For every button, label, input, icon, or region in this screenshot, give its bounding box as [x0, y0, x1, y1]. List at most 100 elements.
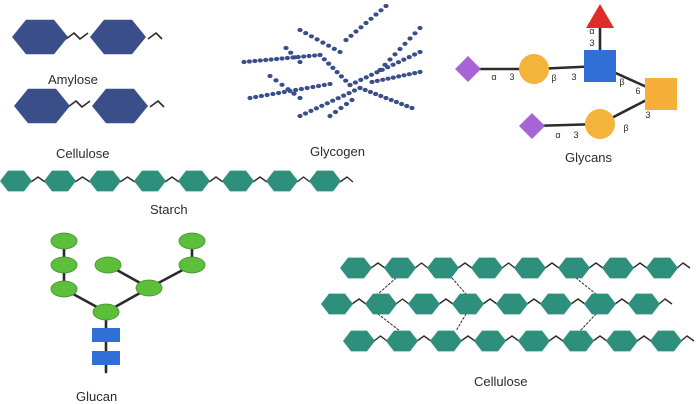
glycogen-dot	[285, 87, 291, 92]
glycosidic-bond	[482, 298, 498, 305]
glycogen-dot	[362, 87, 368, 93]
glucose-hexagon	[384, 257, 416, 279]
glycogen-dot	[406, 55, 412, 60]
glycogen-dot	[274, 56, 280, 62]
glycogen-dot	[393, 99, 399, 105]
glycogen-dot	[417, 49, 423, 55]
glycosidic-bond	[164, 176, 180, 183]
fucose-triangle	[586, 4, 614, 28]
glucose-hexagon	[474, 330, 506, 352]
glycogen-dot	[402, 41, 408, 46]
glucose-hexagon	[309, 170, 341, 192]
glycosidic-bond	[504, 335, 520, 342]
glycosidic-bond	[632, 262, 648, 269]
linkage-label: 3	[509, 72, 514, 82]
glucose-hexagon	[606, 330, 638, 352]
glycosidic-bond	[351, 298, 367, 305]
glucose-hexagon	[628, 293, 660, 315]
glycosidic-bond	[395, 298, 410, 305]
linkage-label: β	[619, 77, 624, 87]
glycogen-dot	[387, 57, 393, 62]
glycogen-dot	[358, 77, 364, 82]
glycogen-dot	[246, 59, 252, 64]
glycogen-dot	[346, 91, 352, 96]
glycogen-dot	[383, 3, 389, 9]
glycogen-dot	[412, 31, 418, 36]
amylose-label: Amylose	[48, 72, 98, 87]
glycogen-dot	[338, 105, 344, 111]
hydrogen-bond	[575, 277, 597, 295]
cellulose-large-structure	[321, 257, 695, 352]
linkage-label: α	[589, 26, 594, 36]
glucose-hexagon	[343, 330, 375, 352]
glycogen-dot	[258, 93, 264, 99]
galactose-circle	[519, 54, 549, 84]
glycogen-dot	[302, 111, 309, 116]
glucose-hexagon	[89, 170, 121, 192]
glycogen-dot	[303, 30, 309, 36]
glycosidic-bond	[149, 100, 165, 108]
glycans-label: Glycans	[565, 150, 612, 165]
linkage-label: 3	[589, 38, 594, 48]
glycogen-dot	[407, 36, 413, 41]
glycogen-dot	[388, 97, 394, 103]
linkage-label: 3	[571, 72, 576, 82]
glucose-ellipse	[94, 256, 122, 274]
glycogen-dot	[279, 82, 285, 87]
glucose-hexagon	[134, 170, 166, 192]
glycogen-dot	[334, 70, 340, 75]
glycogen-dot	[297, 59, 303, 65]
glycogen-dot	[343, 78, 349, 83]
hydrogen-bond	[377, 277, 397, 295]
glycogen-dot	[298, 86, 304, 92]
glycogen-dot	[358, 25, 364, 30]
glycogen-dot	[306, 53, 312, 59]
glycogen-dot	[276, 90, 282, 96]
glucose-ellipse	[50, 256, 78, 274]
glycogen-dot	[321, 82, 327, 88]
hydrogen-bond	[451, 277, 467, 295]
hydrogen-bond	[455, 313, 467, 332]
linkage-label: β	[623, 123, 628, 133]
glycogen-dot	[321, 57, 327, 62]
glycogen-dot	[401, 73, 407, 78]
glucose-ellipse	[135, 279, 163, 297]
glycogen-dot	[310, 84, 316, 90]
glycosidic-bond	[526, 298, 542, 305]
glycogen-dot	[382, 62, 388, 67]
glycogen-dot	[397, 46, 403, 52]
glucose-hexagon	[514, 257, 546, 279]
glycosidic-bond	[147, 32, 163, 40]
glycogen-dot	[326, 61, 332, 66]
glucose-hexagon	[0, 170, 32, 192]
glucose-hexagon	[321, 293, 353, 315]
glycosidic-bond	[460, 335, 476, 342]
glucose-hexagon	[518, 330, 550, 352]
linkage-label: 3	[645, 110, 650, 120]
glycosidic-bond	[636, 335, 652, 342]
glycosidic-bond	[592, 335, 608, 342]
glycosidic-bond	[373, 335, 388, 342]
glycogen-dot	[369, 79, 375, 85]
glycosidic-bond	[30, 176, 46, 183]
sialic-acid-diamond	[519, 113, 545, 139]
glycogen-dot	[267, 73, 273, 79]
glucose-hexagon	[602, 257, 634, 279]
glcnac-square	[584, 50, 616, 82]
glycogen-dot	[378, 93, 384, 99]
glycogen-dot	[304, 85, 310, 91]
glycosidic-bond	[208, 176, 224, 183]
glucan-label: Glucan	[76, 389, 118, 404]
glucose-hexagon	[584, 293, 616, 315]
glycogen-dot	[363, 75, 369, 80]
glycosidic-bond	[457, 262, 473, 269]
glycogen-label: Glycogen	[310, 144, 365, 159]
glycogen-dot	[347, 82, 353, 88]
glycogen-dot	[404, 103, 410, 109]
glycogen-dot	[357, 85, 363, 91]
glucose-hexagon	[427, 257, 459, 279]
glycosidic-bond	[614, 298, 630, 305]
glycogen-dot	[327, 81, 333, 87]
glycogen-dot	[348, 33, 354, 38]
